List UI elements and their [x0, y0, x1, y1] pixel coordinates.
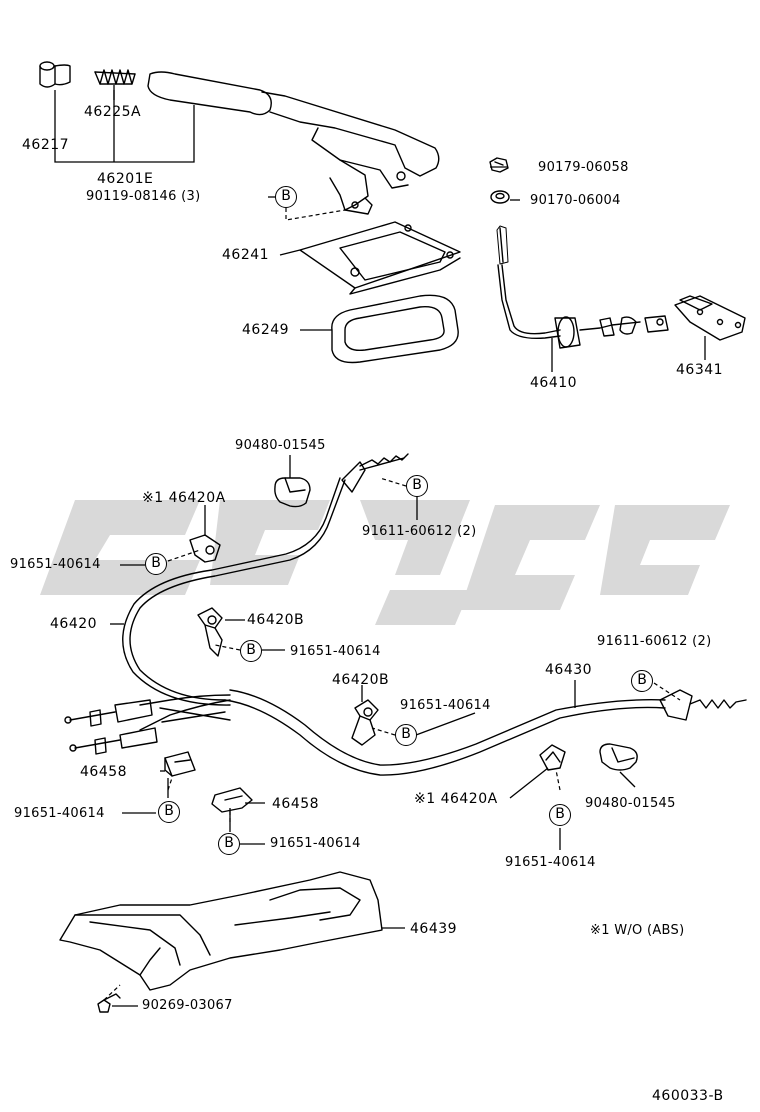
spring-46225A	[94, 69, 136, 85]
grommet-90480-top	[274, 477, 311, 508]
label-91651-40614-c: 91651-40614	[400, 698, 491, 713]
label-46249: 46249	[242, 322, 290, 338]
label-46241: 46241	[222, 247, 270, 263]
nut-90179	[489, 157, 509, 173]
bracket-46458-b	[211, 787, 253, 813]
label-90269-03067: 90269-03067	[142, 998, 233, 1013]
label-46420B-upper: 46420B	[247, 612, 305, 628]
label-91651-40614-e: 91651-40614	[270, 836, 361, 851]
label-46420: 46420	[50, 616, 98, 632]
label-90480-01545-bottom: 90480-01545	[585, 796, 676, 811]
cable-ends-rear	[64, 694, 231, 755]
heat-insulator-46439	[59, 871, 383, 991]
label-91651-40614-a: 91651-40614	[10, 557, 101, 572]
callout-b-marker: B	[275, 186, 297, 208]
figure-id: 460033-B	[652, 1088, 724, 1104]
label-46420A-top: ※1 46420A	[142, 490, 226, 506]
label-46201E: 46201E	[97, 171, 154, 187]
label-46225A: 46225A	[84, 104, 142, 120]
label-90170-06004: 90170-06004	[530, 193, 621, 208]
label-91611-60612-top: 91611-60612 (2)	[362, 524, 477, 539]
callout-b-marker: B	[631, 670, 653, 692]
label-91611-60612-right: 91611-60612 (2)	[597, 634, 712, 649]
label-46430: 46430	[545, 662, 593, 678]
label-46217: 46217	[22, 137, 70, 153]
grip-sleeve-46217	[39, 61, 71, 88]
label-90179-06058: 90179-06058	[538, 160, 629, 175]
label-90119-08146: 90119-08146 (3)	[86, 189, 201, 204]
nut-90170	[490, 190, 510, 204]
callout-b-marker: B	[240, 640, 262, 662]
bracket-46458-a	[164, 751, 196, 777]
callout-b-marker: B	[549, 804, 571, 826]
label-46458-b: 46458	[272, 796, 320, 812]
clip-46420A-bottom	[539, 744, 566, 771]
leader-lines	[54, 85, 706, 1007]
callout-b-marker: B	[145, 553, 167, 575]
callout-b-marker: B	[218, 833, 240, 855]
label-91651-40614-b: 91651-40614	[290, 644, 381, 659]
label-46341: 46341	[676, 362, 724, 378]
equalizer-46341	[674, 295, 746, 341]
label-46420A-bottom: ※1 46420A	[414, 791, 498, 807]
callout-b-marker: B	[158, 801, 180, 823]
cable-46430	[224, 689, 747, 776]
note-without-abs: ※1 W/O (ABS)	[590, 923, 685, 938]
callout-b-marker: B	[406, 475, 428, 497]
label-91651-40614-d: 91651-40614	[14, 806, 105, 821]
dashed-leaders	[103, 208, 681, 1001]
clip-46420B-lower	[351, 699, 379, 746]
bolt-90269	[97, 993, 121, 1013]
cable-46410	[496, 225, 669, 349]
label-46439: 46439	[410, 921, 458, 937]
watermark-logo	[40, 500, 730, 625]
label-46420B-lower: 46420B	[332, 672, 390, 688]
label-46458-a: 46458	[80, 764, 128, 780]
label-91651-40614-f: 91651-40614	[505, 855, 596, 870]
callout-b-marker: B	[395, 724, 417, 746]
label-46410: 46410	[530, 375, 578, 391]
cable-46420	[122, 453, 409, 706]
grommet-90480-bottom	[599, 743, 638, 771]
lever-bracket-46241	[299, 221, 461, 295]
lever-boot-46249	[331, 294, 459, 364]
clip-46420B-upper	[197, 607, 223, 657]
label-90480-01545-top: 90480-01545	[235, 438, 326, 453]
parking-brake-lever	[147, 71, 440, 215]
